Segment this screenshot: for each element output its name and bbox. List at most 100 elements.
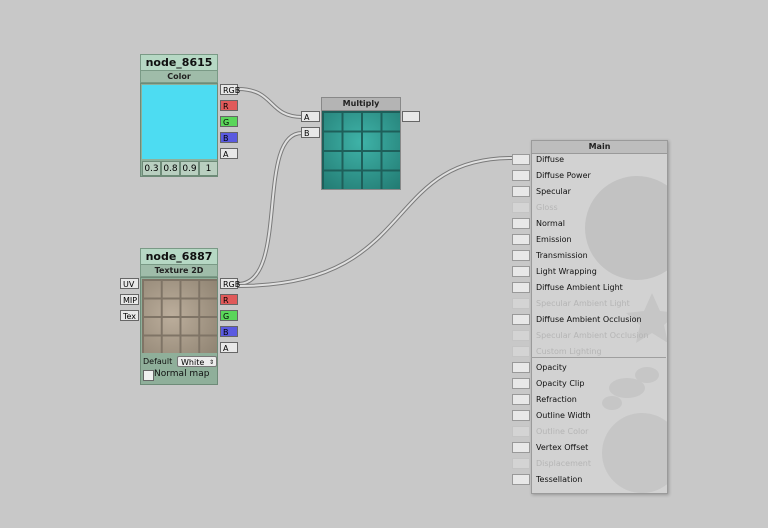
main-input-port[interactable] [512, 250, 530, 261]
main-input-port [512, 330, 530, 341]
main-input-row[interactable]: Diffuse [512, 152, 667, 168]
main-input-row[interactable]: Emission [512, 232, 667, 248]
dropdown-arrows-icon: ⇕ [208, 359, 214, 366]
main-input-label: Diffuse Ambient Light [536, 283, 623, 292]
main-input-port[interactable] [512, 186, 530, 197]
color-value-g[interactable]: 0.8 [161, 161, 180, 176]
main-input-label: Refraction [536, 395, 577, 404]
color-port-r[interactable]: R [220, 100, 238, 111]
main-input-label: Tessellation [536, 475, 583, 484]
main-input-label: Specular Ambient Light [536, 299, 630, 308]
main-input-row[interactable]: Normal [512, 216, 667, 232]
main-input-label: Light Wrapping [536, 267, 597, 276]
main-input-row: Gloss [512, 200, 667, 216]
texture-node-title: node_6887 [140, 248, 218, 265]
texture-input-uv[interactable]: UV [120, 278, 139, 289]
main-input-row: Specular Ambient Light [512, 296, 667, 312]
main-input-label: Outline Width [536, 411, 591, 420]
main-input-label: Custom Lighting [536, 347, 602, 356]
main-input-row[interactable]: Tessellation [512, 472, 667, 488]
texture-port-g[interactable]: G [220, 310, 238, 321]
main-input-label: Vertex Offset [536, 443, 589, 452]
color-port-a[interactable]: A [220, 148, 238, 159]
main-input-row: Specular Ambient Occlusion [512, 328, 667, 344]
main-input-label: Gloss [536, 203, 558, 212]
main-input-label: Diffuse [536, 155, 565, 164]
main-input-row[interactable]: Light Wrapping [512, 264, 667, 280]
texture-node-subtitle: Texture 2D [140, 265, 218, 277]
color-swatch[interactable] [142, 85, 217, 159]
texture-node[interactable]: node_6887 Texture 2D Default White⇕ Norm… [140, 248, 218, 385]
main-input-row: Displacement [512, 456, 667, 472]
color-port-g[interactable]: G [220, 116, 238, 127]
color-port-b[interactable]: B [220, 132, 238, 143]
main-input-row[interactable]: Refraction [512, 392, 667, 408]
default-dropdown-value: White [181, 358, 205, 367]
main-input-port[interactable] [512, 314, 530, 325]
normal-map-label: Normal map [154, 369, 210, 379]
color-value-a[interactable]: 1 [199, 161, 218, 176]
main-input-port[interactable] [512, 362, 530, 373]
main-input-port[interactable] [512, 474, 530, 485]
wire-texture-to-multiply-b [236, 131, 304, 286]
main-input-row[interactable]: Transmission [512, 248, 667, 264]
main-input-port [512, 346, 530, 357]
main-input-row[interactable]: Outline Width [512, 408, 667, 424]
color-node[interactable]: node_8615 Color 0.3 0.8 0.9 1 [140, 54, 218, 177]
main-input-row[interactable]: Opacity Clip [512, 376, 667, 392]
texture-port-b[interactable]: B [220, 326, 238, 337]
main-input-row[interactable]: Diffuse Ambient Occlusion [512, 312, 667, 328]
main-input-port[interactable] [512, 442, 530, 453]
multiply-output[interactable] [402, 111, 420, 122]
texture-port-rgb[interactable]: RGB [220, 278, 240, 289]
texture-port-a[interactable]: A [220, 342, 238, 353]
multiply-input-b[interactable]: B [301, 127, 320, 138]
color-node-subtitle: Color [140, 71, 218, 83]
main-input-row[interactable]: Opacity [512, 360, 667, 376]
main-input-row[interactable]: Vertex Offset [512, 440, 667, 456]
color-value-b[interactable]: 0.9 [180, 161, 199, 176]
main-input-port [512, 202, 530, 213]
texture-input-mip[interactable]: MIP [120, 294, 139, 305]
main-input-port[interactable] [512, 170, 530, 181]
main-input-label: Specular Ambient Occlusion [536, 331, 649, 340]
multiply-node-title: Multiply [321, 97, 401, 111]
main-input-label: Transmission [536, 251, 588, 260]
main-input-port [512, 426, 530, 437]
default-dropdown[interactable]: White⇕ [177, 356, 217, 367]
main-input-port[interactable] [512, 234, 530, 245]
multiply-input-a[interactable]: A [301, 111, 320, 122]
main-input-label: Normal [536, 219, 565, 228]
texture-input-tex[interactable]: Tex [120, 310, 139, 321]
main-input-port [512, 458, 530, 469]
texture-preview[interactable] [142, 279, 217, 353]
main-input-port[interactable] [512, 266, 530, 277]
color-port-rgb[interactable]: RGB [220, 84, 240, 95]
main-input-row[interactable]: Specular [512, 184, 667, 200]
normal-map-checkbox[interactable] [143, 370, 154, 381]
main-input-port[interactable] [512, 378, 530, 389]
main-input-port[interactable] [512, 394, 530, 405]
main-input-port[interactable] [512, 218, 530, 229]
main-input-row: Outline Color [512, 424, 667, 440]
main-input-port [512, 298, 530, 309]
main-input-port[interactable] [512, 282, 530, 293]
main-input-label: Diffuse Power [536, 171, 591, 180]
main-node-divider [531, 357, 666, 358]
main-input-port[interactable] [512, 410, 530, 421]
main-input-label: Outline Color [536, 427, 589, 436]
main-input-label: Specular [536, 187, 571, 196]
main-node-background-art [585, 176, 667, 493]
main-input-row[interactable]: Diffuse Ambient Light [512, 280, 667, 296]
texture-port-r[interactable]: R [220, 294, 238, 305]
main-input-label: Opacity Clip [536, 379, 585, 388]
main-input-row[interactable]: Diffuse Power [512, 168, 667, 184]
main-input-label: Emission [536, 235, 572, 244]
color-value-r[interactable]: 0.3 [142, 161, 161, 176]
color-node-title: node_8615 [140, 54, 218, 71]
main-input-row: Custom Lighting [512, 344, 667, 360]
multiply-node[interactable]: Multiply [321, 97, 401, 190]
main-input-port[interactable] [512, 154, 530, 165]
